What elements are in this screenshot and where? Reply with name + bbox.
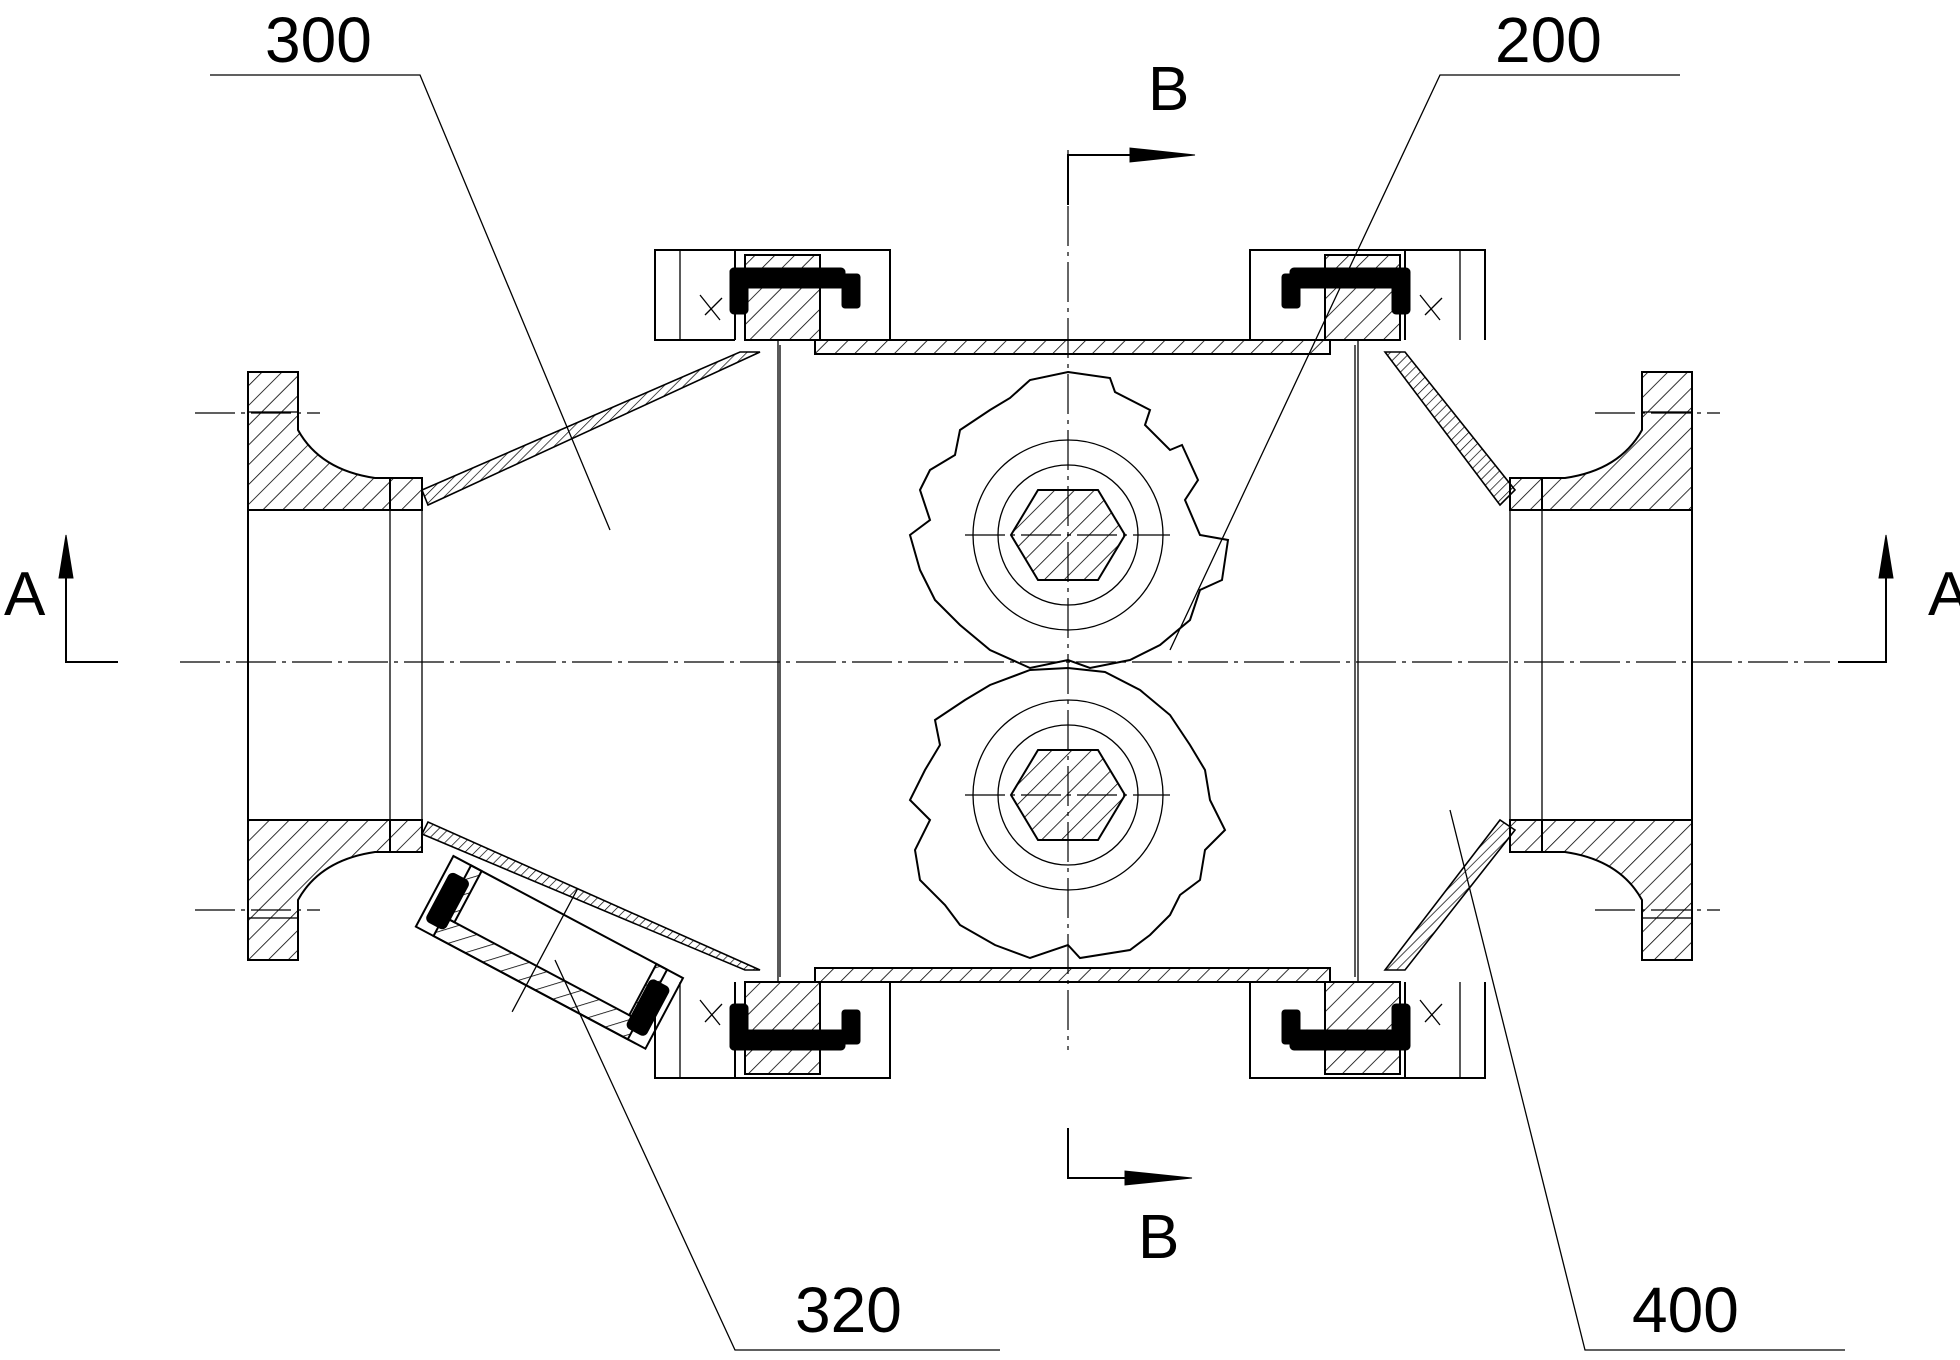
outlet-cone [1383, 351, 1543, 971]
section-marker-b-top: B [1067, 55, 1196, 205]
section-b-top-label: B [1148, 55, 1189, 124]
cutter-wheel-lower [908, 666, 1227, 960]
leaders [210, 74, 1845, 1351]
ref-400-label: 400 [1632, 1274, 1739, 1346]
section-marker-a-right: A [1838, 534, 1960, 663]
flange-box-bottom-right [1249, 981, 1486, 1079]
section-marker-a-left: A [4, 534, 118, 663]
outlet-flange [1541, 371, 1693, 961]
section-a-left-label: A [4, 560, 46, 629]
centerlines [180, 150, 1830, 1050]
inspection-port [414, 854, 685, 1051]
ref-320-label: 320 [795, 1274, 902, 1346]
inlet-cone [389, 351, 761, 971]
flange-box-top-right [1249, 249, 1486, 341]
section-a-right-label: A [1928, 560, 1960, 629]
ref-200-label: 200 [1495, 4, 1602, 76]
flange-box-top-left [654, 249, 891, 341]
section-marker-b-bottom: B [1067, 1128, 1193, 1272]
ref-300-label: 300 [265, 4, 372, 76]
central-housing [777, 339, 1359, 983]
flange-box-bottom-left [654, 981, 891, 1079]
inlet-flange [247, 371, 391, 961]
cutter-wheel-upper [908, 370, 1230, 670]
section-b-bottom-label: B [1138, 1203, 1179, 1272]
